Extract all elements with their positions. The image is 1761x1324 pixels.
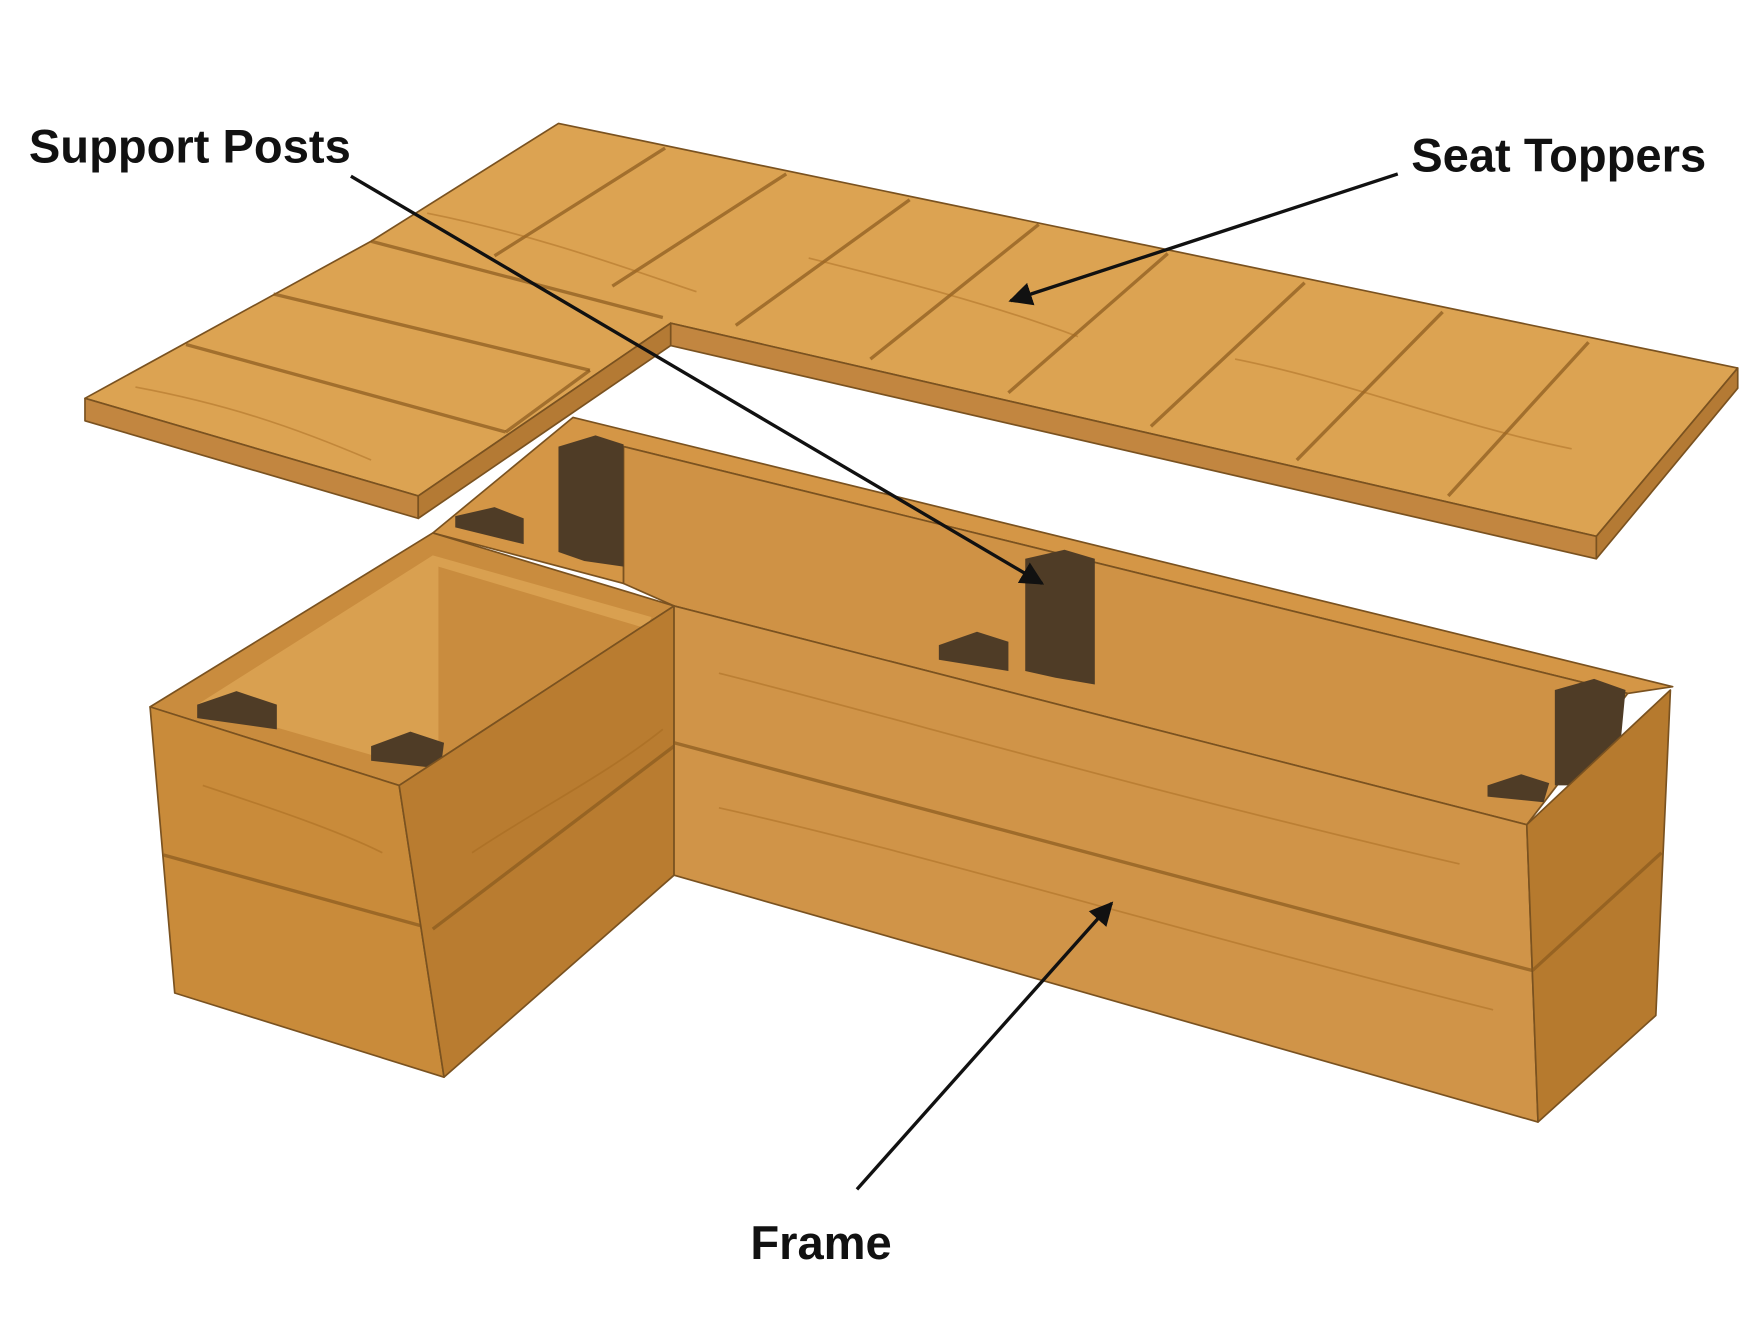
support-post <box>1025 549 1095 685</box>
seat-toppers <box>84 122 1739 560</box>
callouts: Support Posts Seat Toppers Frame <box>29 120 1706 1269</box>
support-post <box>1487 774 1550 803</box>
frame-arrow <box>855 901 1114 1191</box>
seat-toppers-label: Seat Toppers <box>1411 129 1706 182</box>
support-post <box>558 435 624 567</box>
support-post <box>938 631 1009 671</box>
frame-left-inner-wall <box>197 555 652 763</box>
support-posts-label: Support Posts <box>29 120 351 173</box>
seat-slat-seams <box>185 146 1590 498</box>
support-post <box>371 731 445 769</box>
support-post <box>197 691 277 730</box>
frame <box>149 416 1674 1123</box>
seat-wing-side-edge <box>417 322 672 520</box>
seat-toppers-arrow <box>1008 172 1399 306</box>
support-post <box>455 507 524 545</box>
frame-label: Frame <box>750 1216 891 1269</box>
support-posts-arrow <box>350 174 1045 585</box>
frame-end-face <box>1525 689 1672 1123</box>
seat-end-edge <box>1595 367 1739 560</box>
